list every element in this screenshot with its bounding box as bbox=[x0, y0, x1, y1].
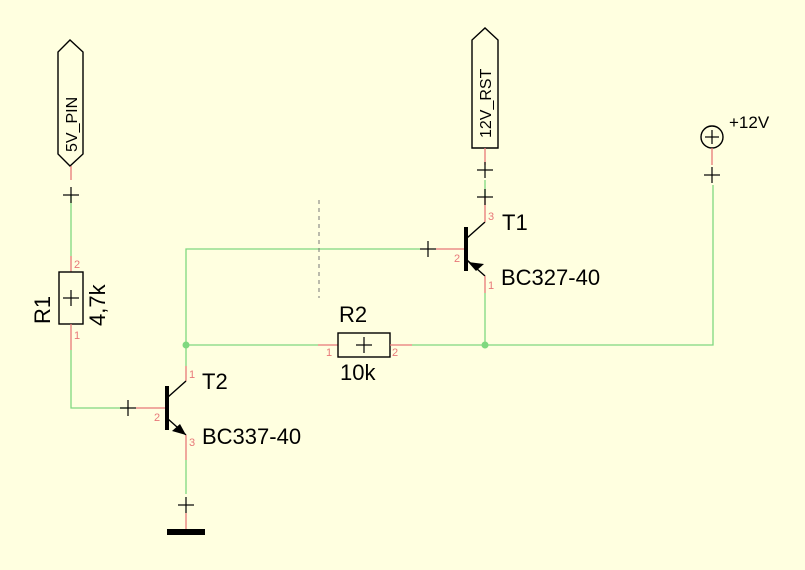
wire-r1-to-t2-base[interactable] bbox=[70, 350, 128, 409]
t2-pin-3: 3 bbox=[189, 437, 195, 449]
port-12v-rst-label: 12V_RST bbox=[478, 68, 495, 138]
t1-pin-3: 3 bbox=[488, 211, 494, 223]
r2-reference: R2 bbox=[339, 302, 367, 327]
r2-pin-1: 1 bbox=[326, 347, 332, 359]
resistor-r2[interactable]: 1 2 R2 10k bbox=[318, 302, 412, 385]
resistor-r1[interactable]: 2 1 R1 4,7k bbox=[30, 256, 110, 350]
port-5v-pin[interactable]: 5V_PIN bbox=[57, 39, 84, 203]
r1-pin-2: 2 bbox=[74, 259, 80, 271]
t1-part-number: BC327-40 bbox=[501, 265, 600, 290]
t2-emitter-arrow bbox=[172, 424, 186, 435]
ground-symbol[interactable] bbox=[167, 497, 205, 535]
t2-pin-2: 2 bbox=[154, 412, 160, 424]
t2-reference: T2 bbox=[202, 369, 228, 394]
port-12v-rst[interactable]: 12V_RST bbox=[471, 27, 499, 178]
t1-pin-1: 1 bbox=[488, 280, 494, 292]
power-supply-12v[interactable]: +12V bbox=[700, 113, 770, 183]
t1-pin-2: 2 bbox=[454, 253, 460, 265]
r2-value: 10k bbox=[340, 360, 376, 385]
supply-label: +12V bbox=[729, 113, 770, 132]
t2-part-number: BC337-40 bbox=[202, 424, 301, 449]
wire-node-to-t1-base[interactable] bbox=[185, 248, 420, 345]
r2-pin-2: 2 bbox=[392, 347, 398, 359]
r1-pin-1: 1 bbox=[74, 330, 80, 342]
t1-reference: T1 bbox=[502, 210, 528, 235]
transistor-t2[interactable]: 1 2 3 T2 BC337-40 bbox=[120, 366, 301, 460]
t1-emitter-arrow bbox=[468, 262, 484, 271]
ground-icon bbox=[167, 529, 205, 535]
r1-reference: R1 bbox=[30, 296, 55, 324]
wire-r2-to-supply[interactable] bbox=[412, 185, 714, 346]
t2-pin-1: 1 bbox=[189, 369, 195, 381]
wires bbox=[70, 180, 714, 494]
port-5v-pin-label: 5V_PIN bbox=[64, 97, 81, 152]
r1-value: 4,7k bbox=[85, 283, 110, 326]
transistor-t1[interactable]: 3 2 1 T1 BC327-40 bbox=[420, 189, 600, 293]
junction-dot-left bbox=[182, 341, 190, 349]
junction-dot-right bbox=[481, 341, 489, 349]
